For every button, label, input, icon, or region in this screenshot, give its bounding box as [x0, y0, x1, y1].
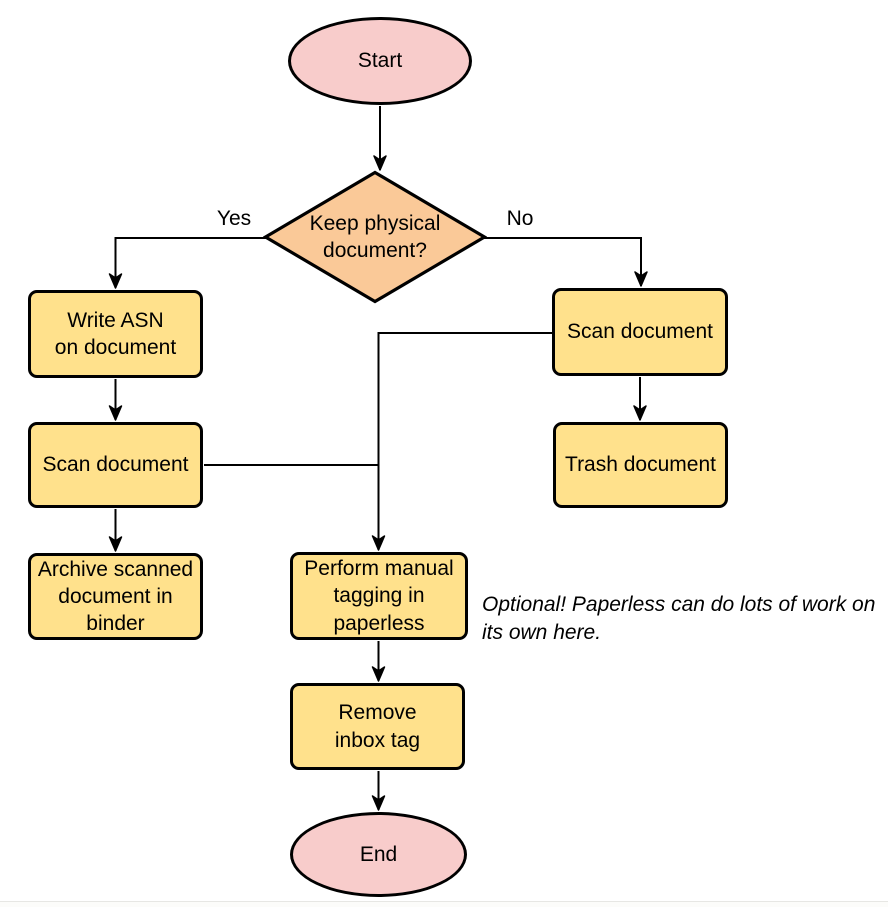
- diamond-shape-svg: [263, 170, 487, 304]
- node-scan-trash: Scan document: [552, 288, 728, 376]
- node-write-asn: Write ASN on document: [28, 290, 203, 378]
- node-trash: Trash document: [553, 422, 728, 508]
- edge-label-yes: Yes: [216, 207, 252, 230]
- node-end-label: End: [359, 842, 398, 866]
- edge-decision-yes-to-write-asn: [108, 237, 266, 289]
- canvas-bottom-edge: [0, 901, 888, 907]
- edge-decision-no-to-scan: [484, 237, 648, 287]
- optional-note: Optional! Paperless can do lots of work …: [482, 593, 876, 644]
- node-archive: Archive scanned document in binder: [28, 553, 203, 640]
- node-decision-label: Keep physical document?: [309, 211, 441, 262]
- node-end: End: [290, 812, 467, 897]
- node-remove-inbox-label: Remove inbox tag: [334, 701, 421, 752]
- diamond-shape: [263, 170, 487, 304]
- edge-label-no: No: [506, 207, 534, 230]
- node-write-asn-label: Write ASN on document: [54, 308, 177, 359]
- node-start-label: Start: [357, 49, 403, 73]
- node-decision: Keep physical document?: [263, 170, 487, 304]
- node-remove-inbox: Remove inbox tag: [290, 683, 465, 770]
- node-tagging-label: Perform manual tagging in paperless: [304, 557, 454, 635]
- edge-scan-trash-to-tagging: [371, 332, 552, 551]
- node-start: Start: [288, 17, 472, 105]
- node-tagging: Perform manual tagging in paperless: [290, 552, 468, 640]
- node-scan-keep: Scan document: [28, 422, 203, 508]
- node-archive-label: Archive scanned document in binder: [37, 557, 194, 636]
- node-trash-label: Trash document: [565, 453, 716, 477]
- node-scan-trash-label: Scan document: [567, 320, 713, 344]
- node-scan-keep-label: Scan document: [42, 453, 189, 477]
